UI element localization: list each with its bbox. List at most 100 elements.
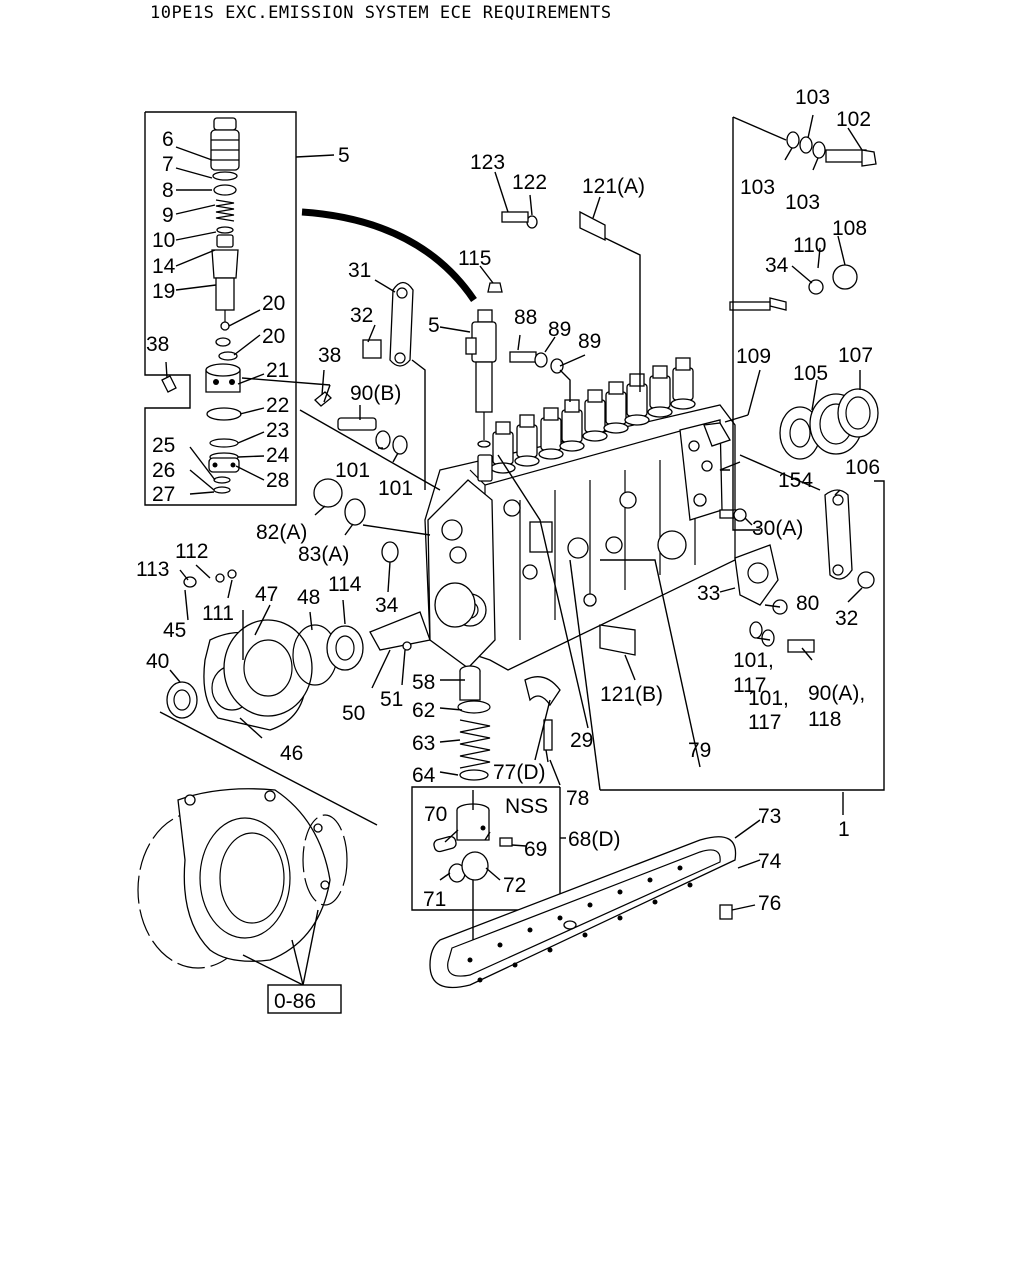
label-10: 10 — [152, 229, 175, 252]
center-small-parts — [457, 624, 636, 781]
label-80: 80 — [796, 592, 819, 615]
label-58: 58 — [412, 671, 435, 694]
label-112: 112 — [175, 540, 208, 563]
diagram-title: 10PE1S EXC.EMISSION SYSTEM ECE REQUIREME… — [150, 3, 612, 23]
right-side-parts — [703, 131, 879, 653]
label-8: 8 — [162, 179, 174, 202]
label-25: 25 — [152, 434, 175, 457]
label-90b: 90(B) — [350, 382, 401, 405]
label-63: 63 — [412, 732, 435, 755]
label-34-lower: 34 — [375, 594, 399, 617]
label-79: 79 — [688, 739, 711, 762]
delivery-valve-holders — [477, 357, 696, 482]
label-108: 108 — [832, 217, 867, 240]
drive-group — [166, 569, 476, 731]
label-24: 24 — [266, 444, 290, 467]
label-118: 118 — [808, 708, 841, 731]
label-73: 73 — [758, 805, 781, 828]
label-14: 14 — [152, 255, 176, 278]
label-30a: 30(A) — [752, 517, 803, 540]
label-122: 122 — [512, 171, 547, 194]
label-106: 106 — [845, 456, 880, 479]
label-70: 70 — [424, 803, 447, 826]
label-103-left: 103 — [740, 176, 775, 199]
label-45: 45 — [163, 619, 186, 642]
label-82a: 82(A) — [256, 521, 307, 544]
label-28: 28 — [266, 469, 289, 492]
label-51: 51 — [380, 688, 403, 711]
label-110: 110 — [793, 234, 826, 257]
label-31: 31 — [348, 259, 371, 282]
label-46: 46 — [280, 742, 303, 765]
label-47: 47 — [255, 583, 278, 606]
label-83a: 83(A) — [298, 543, 349, 566]
label-115: 115 — [458, 247, 491, 270]
timer-housing — [137, 711, 378, 986]
label-20-upper: 20 — [262, 292, 285, 315]
label-5-main: 5 — [428, 314, 440, 337]
inset-box-outline — [144, 111, 297, 506]
label-101-a: 101 — [335, 459, 370, 482]
base-plate-gasket — [429, 836, 737, 989]
label-74: 74 — [758, 850, 782, 873]
label-21: 21 — [266, 359, 289, 382]
part-labels: 6 7 8 9 10 14 19 5 20 20 21 38 38 22 23 … — [136, 86, 880, 915]
label-72: 72 — [503, 874, 526, 897]
label-nss: NSS — [505, 795, 548, 818]
label-5-inset: 5 — [338, 144, 350, 167]
label-1: 1 — [838, 818, 850, 841]
label-121a: 121(A) — [582, 175, 645, 198]
label-32-left: 32 — [350, 304, 373, 327]
label-38-left: 38 — [146, 333, 169, 356]
label-20-lower: 20 — [262, 325, 285, 348]
label-40: 40 — [146, 650, 169, 673]
label-33: 33 — [697, 582, 720, 605]
label-101-b: 101 — [378, 477, 413, 500]
label-88: 88 — [514, 306, 537, 329]
label-69: 69 — [524, 838, 547, 861]
label-111: 111 — [202, 602, 234, 625]
label-6: 6 — [162, 128, 174, 151]
reference-box-frame — [267, 984, 342, 1014]
label-19: 19 — [152, 280, 175, 303]
label-9: 9 — [162, 204, 174, 227]
inset-leader-lines — [165, 146, 335, 495]
label-90a: 90(A), — [808, 682, 865, 705]
label-105: 105 — [793, 362, 828, 385]
label-103-bottom: 103 — [785, 191, 820, 214]
label-78: 78 — [566, 787, 589, 810]
label-109: 109 — [736, 345, 771, 368]
upper-left-pump-parts — [313, 210, 606, 563]
fuel-pipe-curve — [301, 208, 477, 302]
label-22: 22 — [266, 394, 289, 417]
label-89-lower: 89 — [578, 330, 601, 353]
label-77d: 77(D) — [493, 761, 546, 784]
label-7: 7 — [162, 153, 174, 176]
main-leader-lines — [169, 114, 885, 940]
label-62: 62 — [412, 699, 435, 722]
label-117-b: 117 — [748, 711, 781, 734]
label-23: 23 — [266, 419, 289, 442]
label-121b: 121(B) — [600, 683, 663, 706]
label-117-a: 117 — [733, 674, 766, 697]
label-101-d: 101, — [748, 687, 789, 710]
label-68d: 68(D) — [568, 828, 621, 851]
label-26: 26 — [152, 459, 175, 482]
label-154: 154 — [778, 469, 813, 492]
label-113: 113 — [136, 558, 169, 581]
delivery-valve-holder-5 — [465, 282, 503, 448]
label-64: 64 — [412, 764, 436, 787]
label-123: 123 — [470, 151, 505, 174]
label-101-c: 101, — [733, 649, 774, 672]
label-103-top: 103 — [795, 86, 830, 109]
label-50: 50 — [342, 702, 365, 725]
label-76: 76 — [758, 892, 781, 915]
label-48: 48 — [297, 586, 320, 609]
label-71: 71 — [423, 888, 446, 911]
label-27: 27 — [152, 483, 175, 506]
reference-box-text: 0-86 — [274, 990, 316, 1013]
label-102: 102 — [836, 108, 871, 131]
label-89-upper: 89 — [548, 318, 571, 341]
